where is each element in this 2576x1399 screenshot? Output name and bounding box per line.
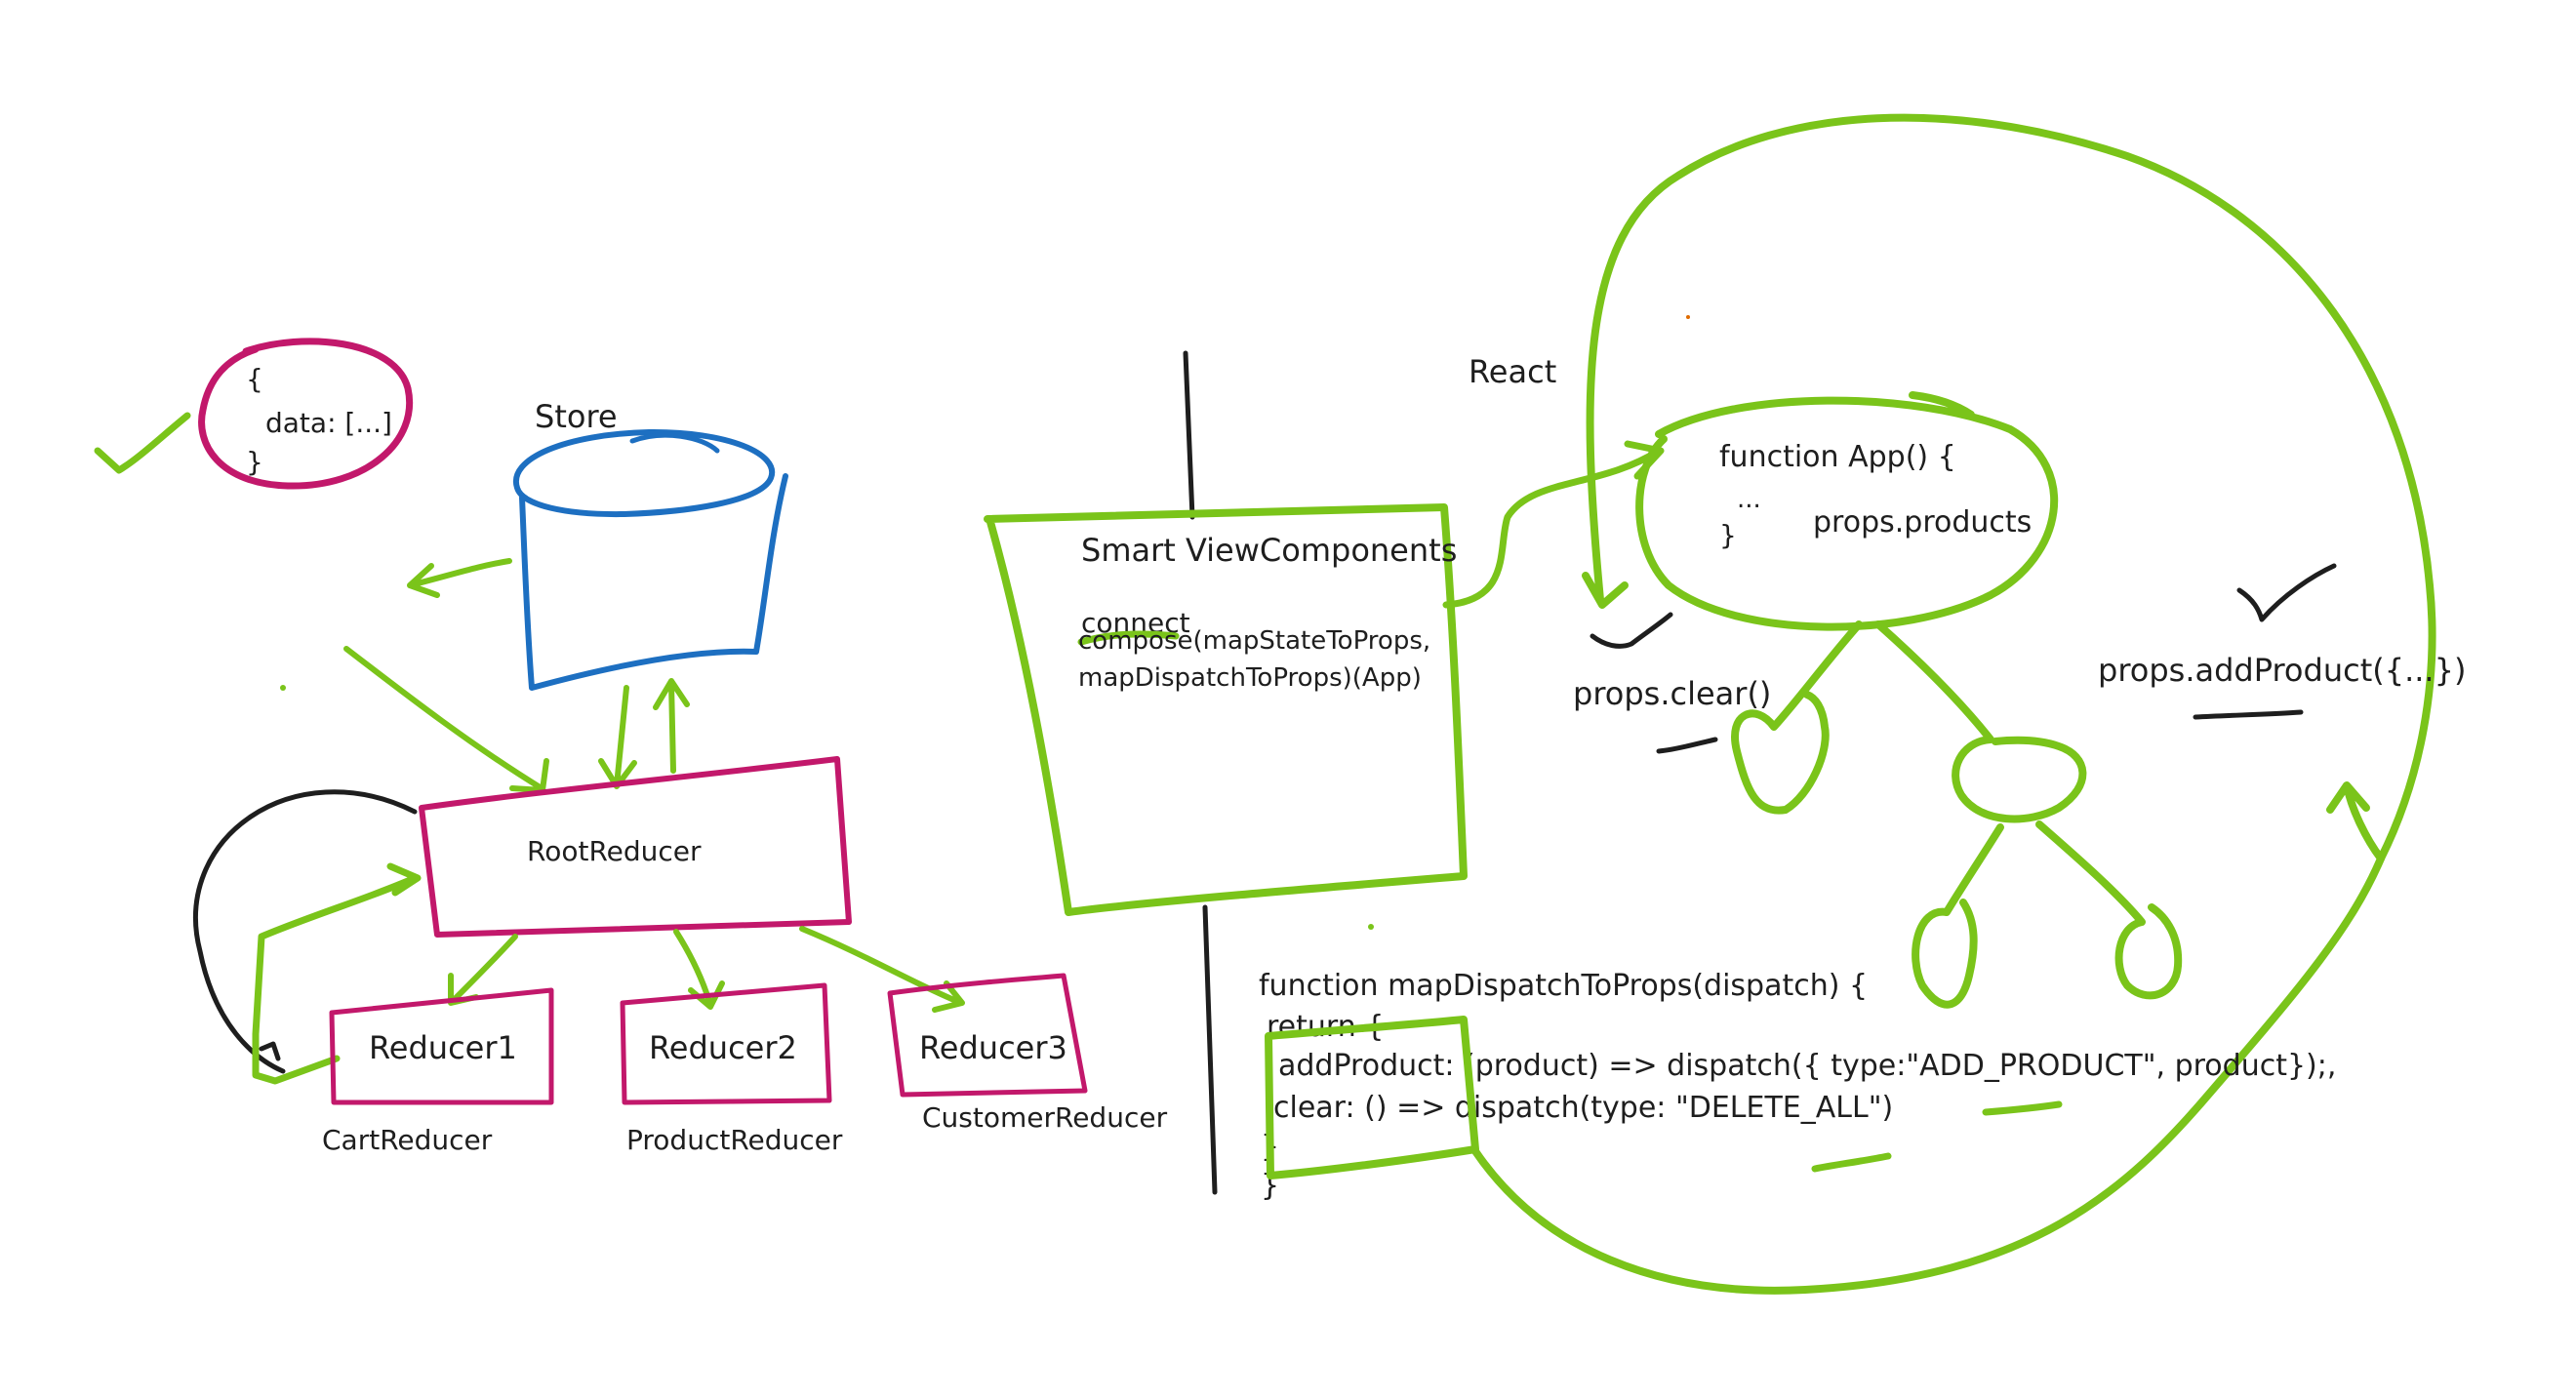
code-line1: function mapDispatchToProps(dispatch) { (1259, 969, 1868, 1003)
dispatch-loop-arrow (1471, 113, 2436, 1295)
add-product-string-underline (1982, 1100, 2063, 1116)
props-add-underline (2193, 709, 2304, 720)
reducer3-box (887, 973, 1088, 1098)
delete-all-string-underline (1811, 1152, 1892, 1173)
reducer2-sublabel: ProductReducer (626, 1124, 843, 1156)
reducer-feedback-loop (252, 862, 422, 1085)
code-line3: addProduct: (product) => dispatch({ type… (1278, 1049, 2336, 1083)
props-clear-label: props.clear() (1573, 675, 1771, 712)
state-object-ellipse (198, 338, 414, 490)
reducer2-label: Reducer2 (649, 1029, 797, 1066)
app-brace-close: } (1719, 519, 1737, 551)
smart-components-box (984, 503, 1468, 916)
state-object-brace-open: { (246, 363, 263, 395)
code-line4: clear: () => dispatch(type: "DELETE_ALL"… (1273, 1091, 1893, 1125)
root-to-reducer3-arrow (799, 926, 965, 1013)
props-clear-underline (1656, 737, 1718, 754)
feedback-loop-black (193, 789, 418, 1074)
smart-to-app-arrow (1442, 440, 1665, 609)
stray-dot (1368, 924, 1374, 930)
reducer3-label: Reducer3 (919, 1029, 1067, 1066)
reducer3-sublabel: CustomerReducer (922, 1101, 1168, 1134)
app-ellipsis: ... (1737, 485, 1761, 514)
store-label: Store (535, 398, 618, 435)
tree-leaf-right (2035, 820, 2183, 1000)
props-add-label: props.addProduct({...}) (2098, 652, 2466, 689)
checkmark-icon (94, 412, 191, 474)
compose-line2: mapDispatchToProps)(App) (1078, 663, 1422, 693)
root-reducer-box (419, 756, 852, 938)
store-cylinder (512, 428, 788, 691)
reducer2-box (620, 982, 832, 1105)
tree-leaf-left (1912, 823, 2004, 1009)
props-clear-check (1590, 612, 1673, 649)
stray-dot (1686, 315, 1690, 319)
divider-line (1183, 350, 1218, 1195)
state-object-data: data: [...] (265, 407, 392, 439)
state-object-brace-close: } (246, 446, 263, 478)
app-props-products: props.products (1813, 505, 2032, 540)
react-label: React (1469, 353, 1556, 390)
smart-components-title: Smart ViewComponents (1081, 532, 1457, 569)
add-product-arrow (2326, 781, 2385, 862)
store-output-arrow (407, 558, 512, 598)
root-reducer-label: RootReducer (527, 835, 702, 867)
stray-dot (280, 685, 286, 691)
reducer1-label: Reducer1 (369, 1029, 517, 1066)
reducer1-sublabel: CartReducer (322, 1124, 493, 1156)
component-tree (1731, 620, 2183, 1009)
action-to-reducer-arrow (343, 646, 549, 793)
connect-strike (1077, 630, 1180, 646)
store-to-reducer-arrow (598, 685, 637, 789)
props-add-check (2236, 563, 2337, 622)
compose-line1: compose(mapStateToProps, (1078, 626, 1430, 656)
tree-branch-right (1874, 620, 2087, 823)
tree-branch-left (1731, 620, 1863, 815)
app-ellipse (1635, 391, 2058, 631)
app-function-line: function App() { (1719, 440, 1956, 474)
reducer-to-store-arrow (653, 678, 690, 774)
reducer1-box (329, 987, 554, 1105)
dispatch-keys-box (1265, 1016, 1479, 1179)
